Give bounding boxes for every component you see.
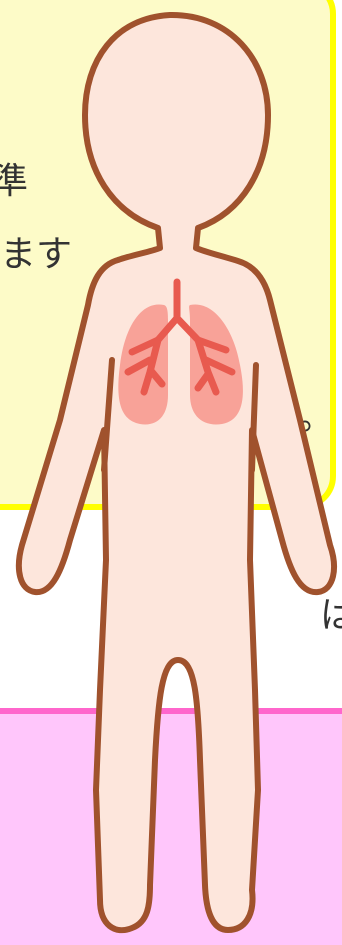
body-outline (19, 15, 334, 930)
right-arm-inner-line (252, 365, 256, 470)
